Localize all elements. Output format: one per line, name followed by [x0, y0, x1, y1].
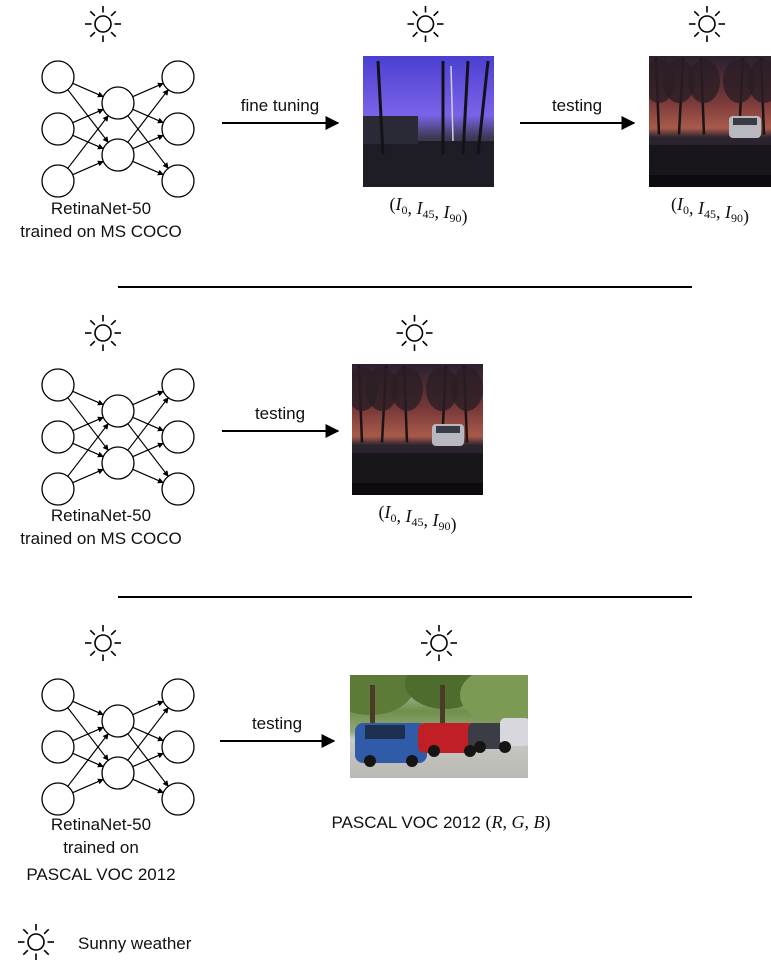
network-edge [72, 726, 104, 742]
process-arrow: testing [520, 96, 636, 130]
network-label: RetinaNet-50 trained on MS COCO [20, 506, 182, 548]
sun-icon [85, 315, 121, 351]
scene-photo [649, 56, 771, 187]
network-edge [67, 115, 109, 169]
network-node [41, 368, 75, 402]
scene-photo [352, 364, 483, 495]
network-edge [132, 442, 164, 458]
sun-icon [396, 315, 433, 351]
network-edge [127, 89, 169, 143]
network-label-line: RetinaNet-50 [51, 815, 151, 834]
image-caption: PASCAL VOC 2012 (R, G, B) [331, 812, 550, 833]
network-edge [127, 397, 169, 451]
arrow-label: fine tuning [241, 96, 319, 115]
arrow-label: testing [255, 404, 305, 423]
network-node [161, 730, 195, 764]
network-node [161, 782, 195, 816]
process-arrow: fine tuning [222, 96, 340, 130]
network-edge [67, 423, 109, 477]
network-edge [72, 390, 104, 406]
network-label: RetinaNet-50 trained on PASCAL VOC 2012 [26, 815, 175, 884]
process-arrow: testing [222, 404, 340, 438]
network-label-line: trained on [63, 838, 139, 857]
neural-network-graphic [41, 60, 195, 198]
network-node [161, 368, 195, 402]
sun-icon [18, 924, 54, 960]
network-node [161, 112, 195, 146]
network-edge [132, 468, 164, 484]
network-edge [67, 733, 109, 787]
network-node [161, 472, 195, 506]
network-edge [132, 390, 164, 406]
network-edge [132, 752, 164, 768]
pipeline-row-1: RetinaNet-50 trained on MS COCO fine tunin… [20, 6, 771, 241]
pipeline-row-3: RetinaNet-50 trained on PASCAL VOC 2012 tes… [26, 625, 551, 884]
image-caption: (I0, I45, I90) [671, 194, 749, 227]
image-caption: (I0, I45, I90) [390, 194, 468, 227]
sun-icon [85, 6, 121, 42]
sun-icon [689, 6, 725, 42]
sun-icon [407, 6, 444, 42]
network-node [41, 60, 75, 94]
network-node [101, 86, 135, 120]
network-node [101, 394, 135, 428]
network-label-line: trained on MS COCO [20, 222, 182, 241]
network-label-line: RetinaNet-50 [51, 506, 151, 525]
network-node [41, 112, 75, 146]
network-label-line: PASCAL VOC 2012 [26, 865, 175, 884]
network-edge [72, 416, 104, 432]
image-caption: (I0, I45, I90) [379, 502, 457, 535]
sun-icon [421, 625, 457, 661]
network-node [101, 138, 135, 172]
legend-label: Sunny weather [78, 934, 192, 953]
network-edge [72, 778, 104, 794]
network-node [41, 472, 75, 506]
network-edge [72, 700, 104, 716]
network-edge [127, 707, 169, 761]
network-edge [132, 82, 164, 98]
network-label-line: RetinaNet-50 [51, 199, 151, 218]
network-node [41, 678, 75, 712]
network-node [161, 164, 195, 198]
neural-network-graphic [41, 678, 195, 816]
arrow-label: testing [252, 714, 302, 733]
network-label: RetinaNet-50 trained on MS COCO [20, 199, 182, 241]
network-edge [72, 82, 104, 98]
scene-photo [350, 675, 528, 778]
network-node [41, 782, 75, 816]
network-node [101, 704, 135, 738]
network-edge [72, 468, 104, 484]
pipeline-row-2: RetinaNet-50 trained on MS COCO testing (I0… [20, 315, 483, 548]
network-edge [72, 108, 104, 124]
network-edge [132, 778, 164, 794]
network-edge [132, 134, 164, 150]
scene-photo [363, 56, 494, 187]
network-node [101, 756, 135, 790]
neural-network-graphic [41, 368, 195, 506]
network-label-line: trained on MS COCO [20, 529, 182, 548]
arrow-label: testing [552, 96, 602, 115]
network-edge [132, 700, 164, 716]
network-node [161, 420, 195, 454]
sun-icon [85, 625, 121, 661]
network-node [161, 60, 195, 94]
network-node [41, 164, 75, 198]
network-edge [72, 160, 104, 176]
process-arrow: testing [220, 714, 336, 748]
network-node [41, 730, 75, 764]
network-node [101, 446, 135, 480]
legend: Sunny weather [18, 924, 192, 960]
network-edge [132, 160, 164, 176]
network-node [41, 420, 75, 454]
network-node [161, 678, 195, 712]
